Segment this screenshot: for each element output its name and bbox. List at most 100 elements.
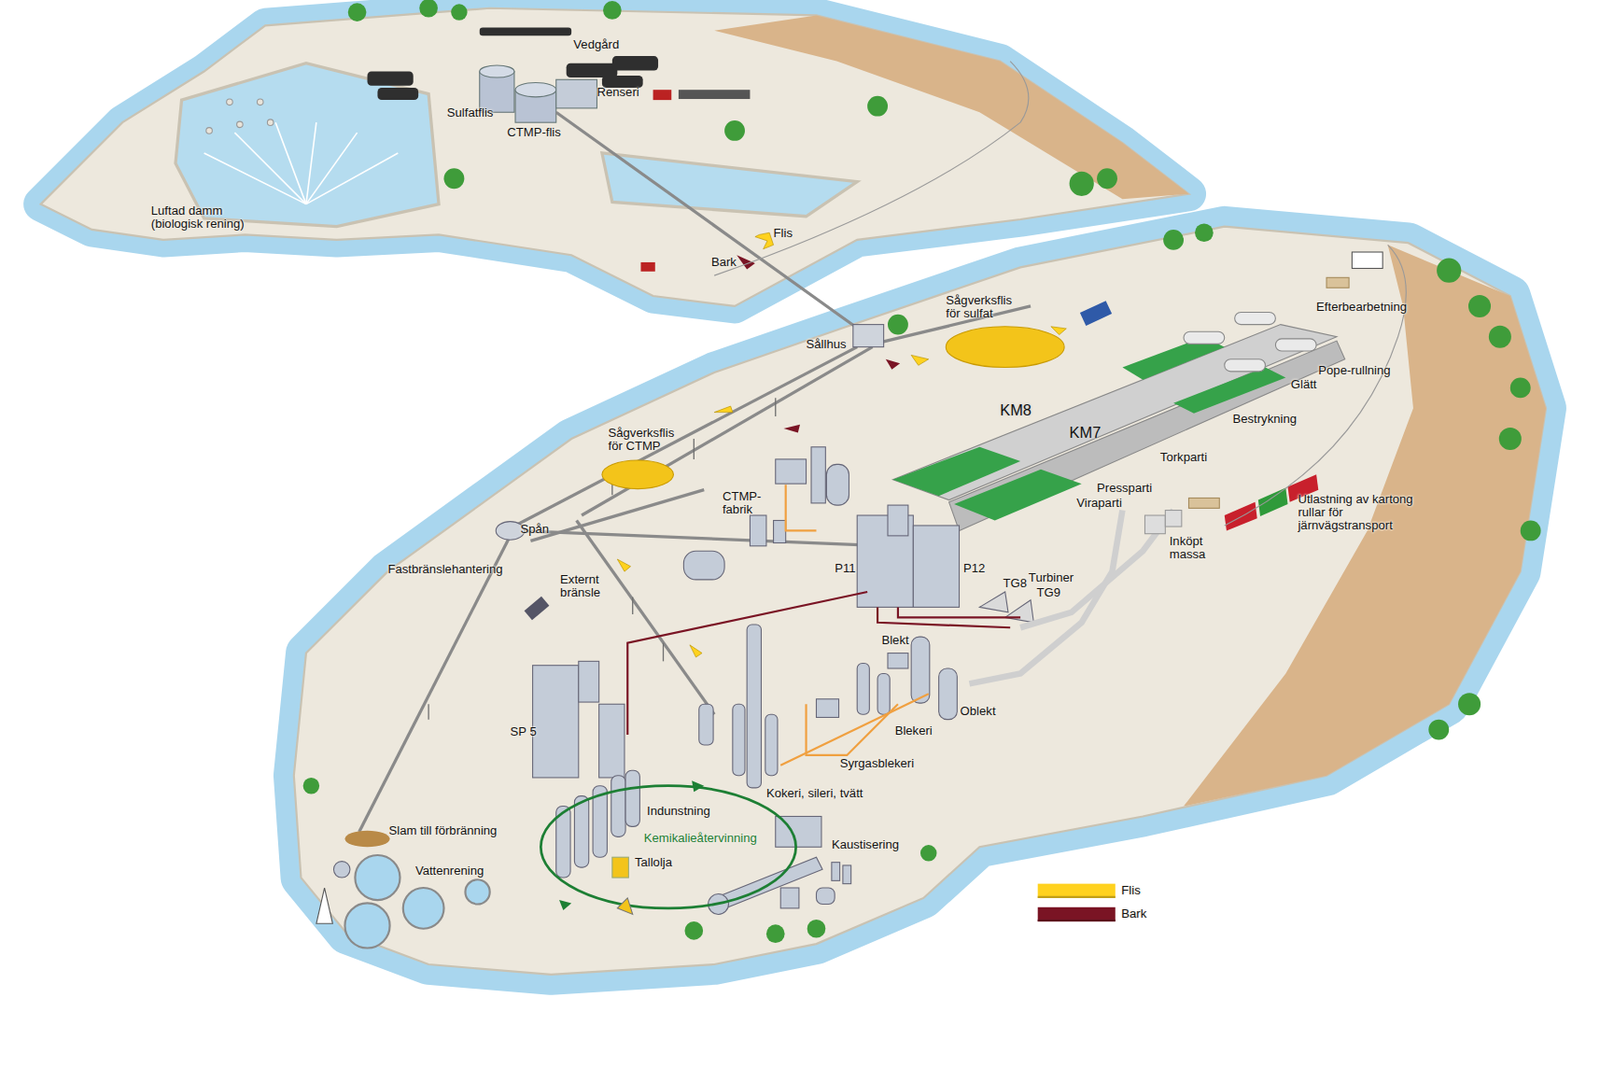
part-label: TG8 bbox=[1003, 576, 1028, 590]
conveyors bbox=[359, 112, 1031, 832]
illustration-shape bbox=[1224, 359, 1266, 372]
illustration-shape bbox=[1235, 311, 1277, 324]
illustration-shape bbox=[256, 98, 264, 106]
illustration-shape bbox=[755, 232, 774, 249]
illustration-shape bbox=[1163, 229, 1184, 251]
board-machines bbox=[892, 311, 1345, 531]
part-label: Kaustisering bbox=[831, 839, 899, 853]
legend-swatch bbox=[1038, 907, 1116, 922]
part-label: Sulfatflis bbox=[447, 106, 494, 120]
illustration-shape bbox=[566, 63, 618, 78]
illustration-shape bbox=[678, 89, 751, 99]
illustration-shape bbox=[815, 887, 835, 904]
part-label: Spån bbox=[519, 522, 549, 536]
illustration-shape bbox=[1224, 244, 1407, 526]
illustration-shape bbox=[631, 596, 633, 615]
illustration-shape bbox=[1020, 510, 1174, 629]
illustration-shape bbox=[1051, 326, 1067, 336]
illustration-shape bbox=[774, 397, 776, 417]
legend-text: Bark bbox=[1121, 907, 1147, 921]
illustration-shape bbox=[766, 924, 786, 943]
illustration-shape bbox=[306, 153, 398, 205]
illustration-shape bbox=[515, 83, 557, 98]
part-label: Fastbränslehantering bbox=[387, 562, 503, 576]
illustration-shape bbox=[625, 770, 640, 827]
illustration-shape bbox=[1499, 427, 1522, 450]
illustration-shape bbox=[699, 703, 714, 745]
illustration-shape bbox=[968, 510, 1123, 685]
illustration-shape bbox=[1510, 377, 1531, 398]
part-label: Oblekt bbox=[960, 704, 997, 718]
illustration-shape bbox=[515, 530, 888, 546]
part-label: Pope-rullning bbox=[1318, 364, 1390, 378]
illustration-shape bbox=[1224, 502, 1258, 532]
illustration-shape bbox=[807, 919, 827, 939]
illustration-shape bbox=[266, 119, 274, 127]
illustration-shape bbox=[724, 120, 745, 141]
part-label: Bark bbox=[711, 255, 737, 269]
illustration-shape bbox=[1326, 277, 1349, 288]
illustration-shape bbox=[237, 121, 244, 128]
illustration-shape bbox=[683, 550, 725, 580]
illustration-shape bbox=[1458, 692, 1481, 716]
illustration-shape bbox=[612, 856, 629, 878]
illustration-shape bbox=[911, 354, 929, 365]
part-label: Renseri bbox=[596, 85, 639, 99]
part-label: Blekt bbox=[881, 633, 909, 647]
main-island bbox=[294, 223, 1546, 975]
illustration-shape bbox=[1488, 325, 1512, 349]
illustration-shape bbox=[559, 899, 572, 911]
illustration-shape bbox=[887, 653, 909, 669]
illustration-shape bbox=[444, 168, 465, 189]
illustration-shape bbox=[945, 326, 1065, 368]
part-label: Sågverksflis för sulfat bbox=[945, 294, 1030, 321]
illustration-shape bbox=[450, 3, 467, 20]
water-treatment bbox=[344, 855, 490, 948]
illustration-shape bbox=[954, 469, 1082, 521]
part-label: Turbiner bbox=[1028, 571, 1074, 585]
illustration-shape bbox=[204, 122, 399, 204]
part-label: Sållhus bbox=[806, 337, 847, 351]
illustration-shape bbox=[898, 606, 1021, 618]
illustration-shape bbox=[344, 902, 390, 948]
illustration-shape bbox=[556, 79, 598, 109]
illustration-shape bbox=[533, 665, 579, 778]
illustration-shape bbox=[627, 591, 1021, 735]
illustration-shape bbox=[556, 112, 863, 332]
illustration-shape bbox=[784, 424, 800, 434]
illustration-shape bbox=[1428, 719, 1449, 741]
part-label: Bestrykning bbox=[1232, 412, 1297, 426]
illustration-shape bbox=[479, 28, 572, 37]
illustration-shape bbox=[576, 519, 716, 715]
illustration-shape bbox=[1164, 510, 1181, 527]
part-label: Glätt bbox=[1291, 378, 1318, 393]
bark-arrows bbox=[736, 254, 900, 433]
illustration-shape bbox=[714, 61, 1029, 277]
illustration-shape bbox=[911, 636, 930, 703]
illustration-shape bbox=[885, 359, 900, 370]
illustration-shape bbox=[1183, 331, 1225, 344]
illustration-shape bbox=[1351, 252, 1383, 268]
illustration-shape bbox=[714, 14, 1189, 199]
illustration-shape bbox=[1188, 497, 1220, 508]
illustration-shape bbox=[684, 921, 703, 941]
illustration-shape bbox=[1069, 171, 1095, 197]
illustration-shape bbox=[877, 673, 890, 715]
illustration-shape bbox=[749, 515, 766, 547]
part-label: Pressparti bbox=[1096, 481, 1152, 495]
illustration-shape bbox=[333, 861, 350, 878]
part-label: Vedgård bbox=[573, 39, 619, 53]
illustration-shape bbox=[1194, 223, 1214, 242]
illustration-shape bbox=[354, 855, 400, 900]
illustration-shape bbox=[617, 898, 632, 914]
illustration-shape bbox=[732, 703, 745, 776]
illustration-shape bbox=[275, 122, 307, 204]
illustration-shape bbox=[714, 406, 733, 413]
part-label: KM7 bbox=[1069, 424, 1102, 441]
illustration-shape bbox=[811, 447, 826, 504]
illustration-shape bbox=[603, 0, 622, 20]
illustration-shape bbox=[348, 2, 367, 22]
illustration-shape bbox=[612, 56, 659, 71]
